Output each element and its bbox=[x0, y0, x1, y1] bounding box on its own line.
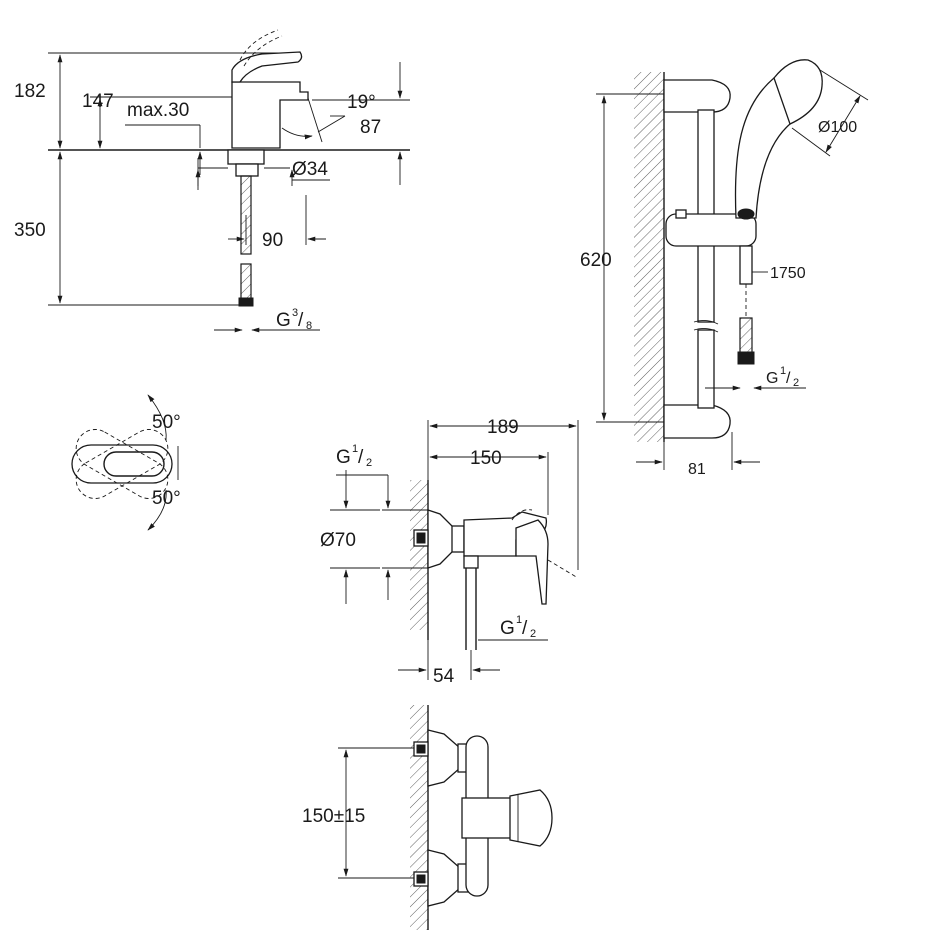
shower-head-face bbox=[773, 59, 823, 125]
mixer-wall-hatch bbox=[410, 480, 428, 630]
shower-rail-drawing: Ø100 620 1750 G 1 / 2 81 bbox=[580, 59, 869, 478]
svg-text:3: 3 bbox=[292, 307, 298, 319]
svg-text:G: G bbox=[500, 618, 515, 639]
basin-mixer-drawing: 182 147 max.30 19° 87 Ø34 350 90 G 3 / 8 bbox=[14, 29, 410, 333]
outlet-thread-label: G 1 / 2 bbox=[500, 614, 536, 640]
dim-head-label: Ø100 bbox=[818, 119, 857, 136]
front-wall-hatch bbox=[410, 705, 428, 930]
escutcheon bbox=[427, 509, 455, 569]
svg-text:G: G bbox=[276, 310, 291, 331]
connector-nut bbox=[451, 525, 465, 553]
svg-text:8: 8 bbox=[306, 320, 312, 332]
front-lever bbox=[509, 789, 553, 847]
handle-rotation-drawing: 50° 50° bbox=[71, 394, 181, 531]
dim-diameter-label: Ø34 bbox=[292, 159, 328, 180]
mixer-body bbox=[231, 81, 309, 149]
dim-54-label: 54 bbox=[433, 666, 455, 687]
svg-text:G: G bbox=[336, 447, 351, 468]
svg-text:2: 2 bbox=[793, 377, 799, 389]
inlet-thread-label: G 1 / 2 bbox=[336, 443, 372, 469]
svg-text:1: 1 bbox=[352, 443, 358, 455]
dim-escutcheon-label: Ø70 bbox=[320, 530, 356, 551]
shower-hose-end bbox=[739, 317, 753, 355]
svg-text:1: 1 bbox=[516, 614, 522, 626]
basin-thread-label: G 3 / 8 bbox=[276, 307, 312, 332]
svg-text:/: / bbox=[298, 310, 304, 331]
outlet-pipe bbox=[463, 555, 479, 569]
svg-text:/: / bbox=[522, 618, 528, 639]
handle-slot bbox=[103, 451, 165, 477]
dim-81-label: 81 bbox=[688, 461, 706, 478]
dim-spacing-label: 150±15 bbox=[302, 806, 365, 827]
supply-hose-end bbox=[240, 263, 252, 303]
angle-bottom-label: 50° bbox=[152, 488, 181, 509]
svg-text:G: G bbox=[766, 370, 778, 387]
dim-87-label: 87 bbox=[360, 117, 381, 138]
svg-text:2: 2 bbox=[530, 628, 536, 640]
bottom-escutcheon bbox=[427, 849, 461, 907]
dim-90-label: 90 bbox=[262, 230, 283, 251]
svg-text:2: 2 bbox=[366, 457, 372, 469]
svg-text:/: / bbox=[786, 370, 791, 387]
svg-text:/: / bbox=[358, 447, 364, 468]
rail-bottom-bracket bbox=[663, 404, 731, 439]
dim-147-label: 147 bbox=[82, 91, 114, 112]
rail-bar-lower bbox=[697, 329, 715, 409]
rail-thread-label: G 1 / 2 bbox=[766, 365, 799, 389]
dim-1750-label: 1750 bbox=[770, 265, 806, 282]
dim-150-label: 150 bbox=[470, 448, 502, 469]
dim-182-label: 182 bbox=[14, 81, 46, 102]
shower-mixer-side-drawing: 189 150 G 1 / 2 Ø70 G 1 / 2 54 bbox=[320, 417, 579, 687]
mixer-lever bbox=[231, 51, 303, 83]
angle-top-label: 50° bbox=[152, 412, 181, 433]
shower-mixer-front-drawing: 150±15 bbox=[302, 705, 553, 930]
dim-620-label: 620 bbox=[580, 250, 612, 271]
dim-head-line bbox=[825, 95, 861, 153]
dim-angle-label: 19° bbox=[347, 92, 376, 113]
dim-max30-label: max.30 bbox=[127, 100, 189, 121]
dim-189-label: 189 bbox=[487, 417, 519, 438]
svg-text:1: 1 bbox=[780, 365, 786, 377]
mixer-shank bbox=[227, 149, 265, 165]
rail-slider bbox=[665, 213, 757, 247]
mixer-lever-side bbox=[515, 519, 549, 605]
top-escutcheon bbox=[427, 729, 461, 787]
rail-top-bracket bbox=[663, 79, 731, 113]
wall-hatch bbox=[634, 72, 664, 442]
dim-350-label: 350 bbox=[14, 220, 46, 241]
